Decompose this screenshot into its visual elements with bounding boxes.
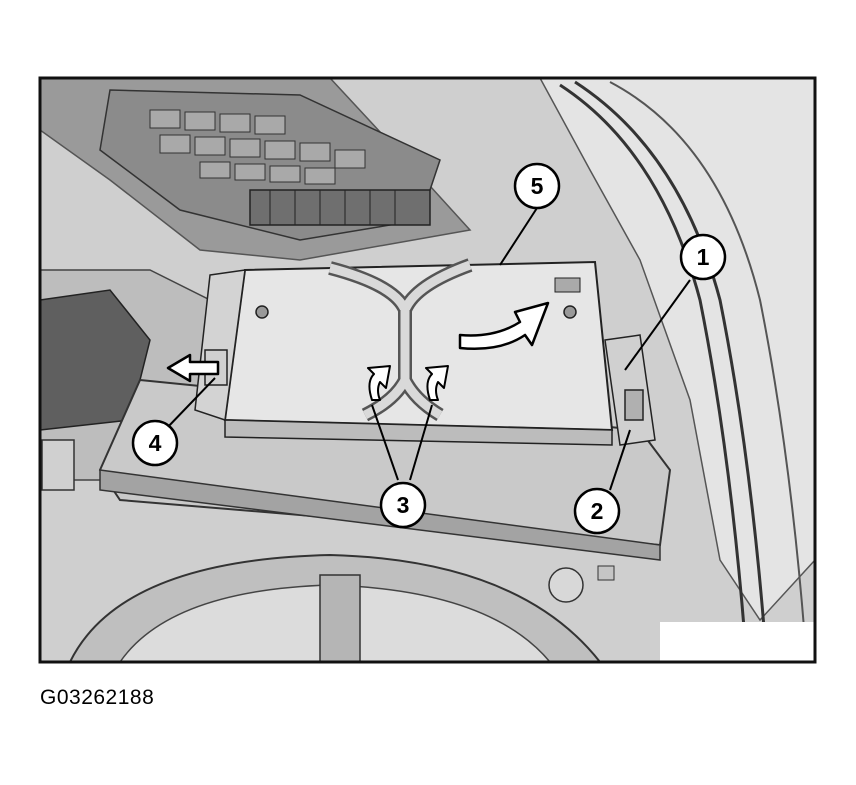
battery-clamp bbox=[604, 334, 656, 446]
figure-frame bbox=[38, 76, 817, 664]
illustration-scene bbox=[40, 78, 815, 662]
callout-3-number: 3 bbox=[397, 492, 410, 518]
callout-5: 5 bbox=[513, 162, 561, 210]
body-side-panel bbox=[539, 78, 815, 622]
battery-module bbox=[194, 258, 614, 446]
callout-3: 3 bbox=[379, 481, 427, 529]
release-arrow-3b bbox=[425, 365, 449, 401]
removal-direction-arrow bbox=[458, 301, 550, 350]
leader-lines bbox=[164, 207, 691, 491]
callout-2-number: 2 bbox=[591, 498, 604, 524]
callout-5-number: 5 bbox=[531, 173, 544, 199]
callout-2: 2 bbox=[573, 487, 621, 535]
fuse-box bbox=[99, 89, 441, 241]
release-arrow-3a bbox=[367, 365, 391, 401]
callout-1-number: 1 bbox=[697, 244, 710, 270]
callout-4-number: 4 bbox=[149, 430, 162, 456]
release-arrow-left bbox=[166, 353, 220, 383]
callout-4: 4 bbox=[131, 419, 179, 467]
figure-id-label: G03262188 bbox=[40, 686, 155, 709]
callout-1: 1 bbox=[679, 233, 727, 281]
